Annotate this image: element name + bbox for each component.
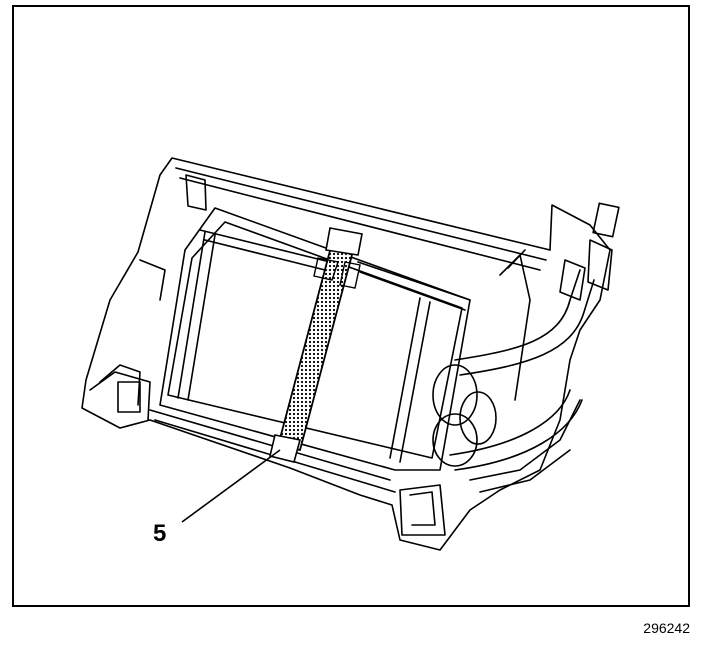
callout-leader-5	[181, 449, 281, 523]
diagram-frame	[12, 5, 690, 607]
seal-strap	[269, 227, 363, 463]
callout-label-5: 5	[153, 520, 167, 547]
figure-id: 296242	[643, 620, 690, 636]
housing-outline	[81, 157, 611, 551]
heater-tube	[454, 269, 581, 361]
